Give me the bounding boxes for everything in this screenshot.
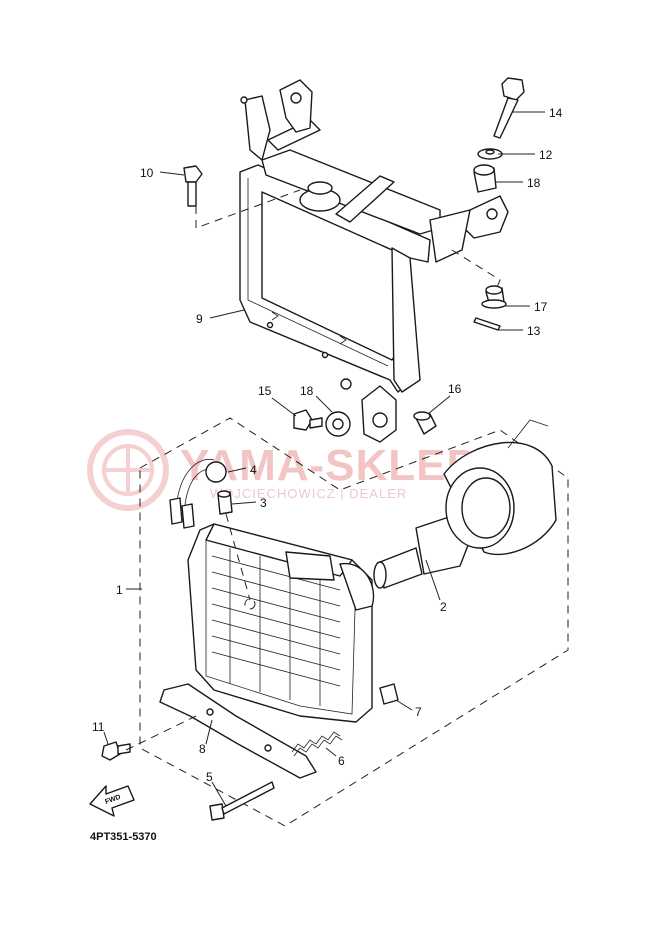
callout-3: 3	[260, 496, 267, 510]
callout-17: 17	[534, 300, 548, 314]
callout-18-top: 18	[527, 176, 541, 190]
collar-16	[413, 411, 437, 435]
headlight-stay	[239, 79, 509, 443]
callout-2: 2	[440, 600, 447, 614]
callout-7: 7	[415, 705, 422, 719]
callout-1: 1	[116, 583, 123, 597]
grommet-18-lower	[325, 411, 351, 437]
callout-15: 15	[258, 384, 272, 398]
callout-8: 8	[199, 742, 206, 756]
callout-16: 16	[448, 382, 462, 396]
callout-11: 11	[92, 720, 105, 734]
grommet-7	[379, 683, 399, 705]
bulb-3	[217, 490, 233, 515]
watermark-sub: WOJCIECHOWICZ | DEALER	[210, 486, 407, 501]
screw-5	[209, 781, 275, 821]
callout-18-lower: 18	[300, 384, 314, 398]
spring-6	[291, 731, 343, 757]
headlight-unit	[187, 523, 375, 723]
callout-6: 6	[338, 754, 345, 768]
diagram-code: 4PT351-5370	[90, 831, 157, 843]
grommet-18-top	[473, 164, 497, 193]
callout-14: 14	[549, 106, 563, 120]
bracket-8	[159, 683, 317, 779]
bolt-11	[101, 741, 131, 761]
bolt-15	[293, 409, 323, 431]
callout-4: 4	[250, 463, 257, 477]
callouts: 14 12 18 10 17 13 9 15 18 16 4 3 1 2 7 1…	[92, 106, 563, 784]
headlight-cover	[443, 419, 557, 556]
callout-13: 13	[527, 324, 541, 338]
clip-13	[473, 317, 501, 331]
collar-17	[481, 285, 507, 309]
callout-5: 5	[206, 770, 213, 784]
callout-12: 12	[539, 148, 553, 162]
fwd-arrow-icon: FWD	[89, 785, 135, 817]
bolt-10	[183, 165, 203, 207]
callout-10: 10	[140, 166, 154, 180]
callout-9: 9	[196, 312, 203, 326]
watermark-logo	[87, 429, 169, 511]
headlight-assembly-boundary	[139, 417, 569, 827]
socket-4	[169, 458, 227, 529]
bolt-14	[493, 77, 525, 139]
leader-lines	[103, 111, 545, 807]
